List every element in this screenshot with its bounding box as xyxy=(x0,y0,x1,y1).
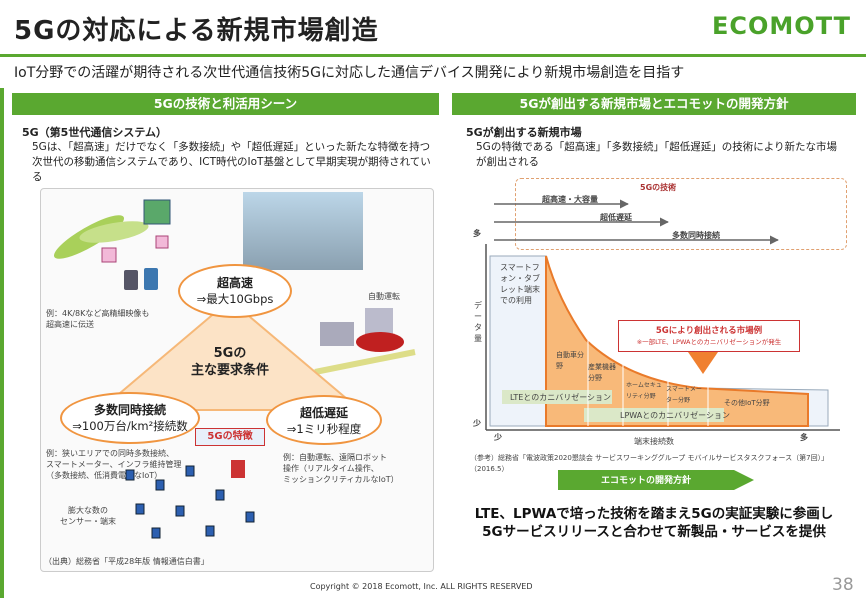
device-node-2 xyxy=(155,235,169,249)
sensor-label: 膨大な数の センサー・端末 xyxy=(60,506,116,526)
x-axis-low: 少 xyxy=(494,433,502,442)
x-axis-label: 端末接続数 xyxy=(634,437,674,446)
conclusion-line-1: LTE、LPWAで培った技術を踏まえ5Gの実証実験に参画し xyxy=(474,506,834,522)
conclusion-text: LTE、LPWAで培った技術を踏まえ5Gの実証実験に参画し 5Gサービスリリース… xyxy=(452,505,856,541)
segment-industrial: 産業機器分野 xyxy=(588,363,616,382)
tech-item-2: 超低遅延 xyxy=(600,213,632,222)
title-divider xyxy=(0,54,866,57)
tech-item-1: 超高速・大容量 xyxy=(542,195,598,204)
left-heading: 5G（第5世代通信システム） xyxy=(22,126,168,139)
sensor-4 xyxy=(135,503,145,515)
high-speed-title: 超高速 xyxy=(216,276,253,290)
low-latency-title: 超低遅延 xyxy=(299,406,348,420)
page-title: 5Gの対応による新規市場創造 xyxy=(14,16,379,46)
tablet-icon xyxy=(144,268,158,290)
sensor-8 xyxy=(205,525,215,537)
policy-arrow xyxy=(558,470,754,490)
feature-badge: 5Gの特徴 xyxy=(195,428,265,446)
note-low-latency: 例：自動運転、遠隔ロボット 操作（リアルタイム操作、 ミッションクリティカルなI… xyxy=(283,453,399,484)
callout-title: 5Gにより創出される市場例 xyxy=(655,326,763,336)
y-axis-low: 少 xyxy=(473,419,481,428)
sensor-1 xyxy=(125,469,135,481)
tech-label: 5Gの技術 xyxy=(640,183,677,192)
lpwa-band xyxy=(584,408,724,422)
triangle-shape xyxy=(97,298,363,411)
market-chart xyxy=(485,244,840,431)
ecomott-logo: ECOMOTT xyxy=(712,12,851,40)
city-photo xyxy=(243,192,363,270)
autonomous-car-illustration xyxy=(314,308,416,375)
sensor-3 xyxy=(185,465,195,477)
building-1 xyxy=(320,322,354,346)
antenna-beam-2 xyxy=(79,221,149,243)
x-axis-high: 多 xyxy=(800,433,808,442)
massive-connection-title: 多数同時接続 xyxy=(93,403,166,417)
device-node-1 xyxy=(101,247,117,263)
left-description: 5Gは、「超高速」だけでなく「多数接続」や「超低遅延」といった新たな特徴を持つ次… xyxy=(32,141,431,183)
ellipse-low-latency: 超低遅延 ⇒1ミリ秒程度 xyxy=(266,395,382,445)
conclusion-line-2: 5Gサービスリリースと合わせて新製品・サービスを提供 xyxy=(482,524,826,540)
segment-home-security: ホームセキュリティ分野 xyxy=(626,382,662,400)
segment-other-iot: その他IoT分野 xyxy=(724,399,770,407)
requirements-triangle xyxy=(97,298,363,411)
lpwa-label: LPWAとのカニバリゼーション xyxy=(620,411,730,420)
note-autonomous-driving: 自動運転 xyxy=(368,292,400,301)
sensor-2 xyxy=(155,479,165,491)
massive-connection-value: ⇒100万台/km²接続数 xyxy=(72,419,188,433)
sensor-field-illustration xyxy=(125,460,255,539)
low-latency-value: ⇒1ミリ秒程度 xyxy=(286,422,362,436)
car-shape xyxy=(356,332,404,352)
antenna-panel xyxy=(143,199,171,225)
y-axis-high: 多 xyxy=(473,229,481,238)
sensor-7 xyxy=(151,527,161,539)
lte-label: LTEとのカニバリゼーション xyxy=(510,393,612,402)
tech-item-3: 多数同時接続 xyxy=(672,231,720,240)
right-heading: 5Gが創出する新規市場 xyxy=(466,126,582,139)
arrow-shape xyxy=(688,352,718,374)
tech-dotted-box xyxy=(515,178,847,250)
smartphone-label: スマートフォン・タブレット端末での利用 xyxy=(500,263,540,305)
road xyxy=(314,349,416,375)
phone-icon xyxy=(124,270,138,290)
page-number: 38 xyxy=(832,575,854,595)
callout-note: ※一部LTE、LPWAとのカニバリゼーションが発生 xyxy=(636,338,782,346)
antenna-illustration xyxy=(53,199,171,290)
segment-smart-meter: スマートメーター分野 xyxy=(666,386,702,404)
note-massive-connection: 例：狭いエリアでの同時多数接続、 スマートメーター、インフラ維持管理 （多数接続… xyxy=(46,449,182,480)
sensor-5 xyxy=(175,505,185,517)
lte-band xyxy=(502,390,612,404)
sensor-9 xyxy=(245,511,255,523)
callout-down-arrow xyxy=(688,352,718,374)
policy-arrow-shape xyxy=(558,470,754,490)
page-subtitle: IoT分野での活躍が期待される次世代通信技術5Gに対応した通信デバイス開発により… xyxy=(14,65,685,81)
segment-automobile: 自動車分野 xyxy=(556,351,584,370)
y-axis-label: データ量 xyxy=(474,301,482,343)
center-requirement-label: 5Gの 主な要求条件 xyxy=(190,346,269,378)
ellipse-massive-connection: 多数同時接続 ⇒100万台/km²接続数 xyxy=(60,392,200,444)
left-source: （出典）総務省「平成28年版 情報通信白書」 xyxy=(44,557,209,566)
left-accent-bar xyxy=(0,88,4,598)
market-callout: 5Gにより創出される市場例 ※一部LTE、LPWAとのカニバリゼーションが発生 xyxy=(618,320,800,352)
copyright: Copyright © 2018 Ecomott, Inc. ALL RIGHT… xyxy=(310,582,533,591)
sensor-6 xyxy=(215,489,225,501)
note-high-speed: 例：4K/8Kなど高精細映像も 超高速に伝送 xyxy=(46,309,150,329)
right-reference: （参考）総務省「電波政策2020懇談会 サービスワーキンググループ モバイルサー… xyxy=(470,454,829,473)
high-speed-value: ⇒最大10Gbps xyxy=(196,292,274,306)
ellipse-high-speed: 超高速 ⇒最大10Gbps xyxy=(178,264,292,318)
right-description: 5Gの特徴である「超高速」「多数接続」「超低遅延」の技術により新たな市場が創出さ… xyxy=(476,141,838,168)
new-market-area xyxy=(545,255,809,427)
left-section-title: 5Gの技術と利活用シーン xyxy=(12,93,439,115)
right-section-title: 5Gが創出する新規市場とエコモットの開発方針 xyxy=(452,93,856,115)
tech-arrows xyxy=(494,199,779,245)
base-station-antenna xyxy=(231,460,245,478)
policy-arrow-label: エコモットの開発方針 xyxy=(600,476,691,486)
